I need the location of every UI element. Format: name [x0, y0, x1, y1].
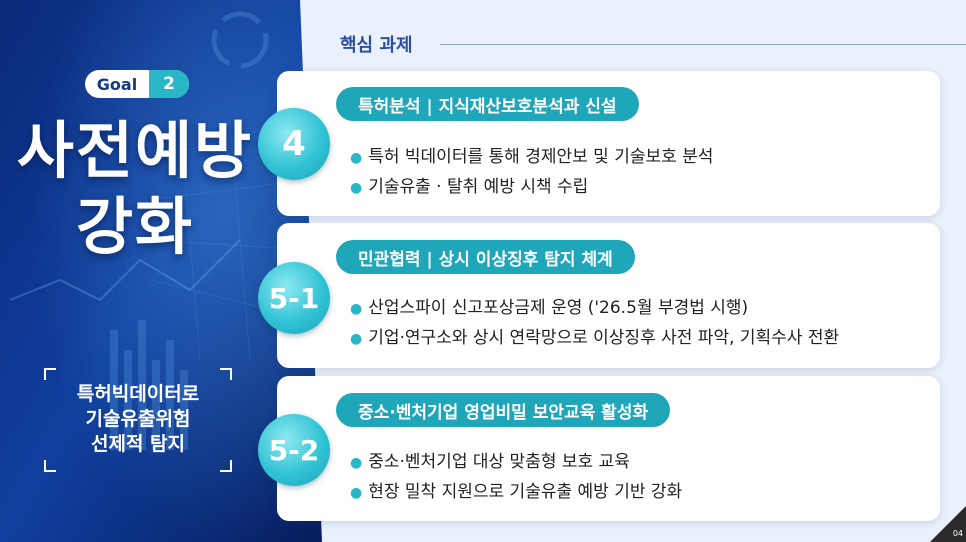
page-number-corner	[930, 506, 966, 542]
subtitle-line: 기술유출위험	[85, 408, 191, 430]
bullet-icon: ●	[350, 331, 363, 347]
bullet-icon: ●	[350, 180, 363, 196]
task-bullet-text: 중소·벤처기업 대상 맞춤형 보호 교육	[368, 452, 630, 472]
section-title: 핵심 과제	[340, 35, 413, 56]
task-bullet-text: 기업·연구소와 상시 연락망으로 이상징후 사전 파악, 기획수사 전환	[368, 328, 840, 348]
page-number: 04	[952, 529, 963, 538]
page-title-line1: 사전예방	[16, 114, 254, 187]
task-bullet: ● 중소·벤처기업 대상 맞춤형 보호 교육	[350, 447, 630, 472]
subtitle-line: 특허빅데이터로	[76, 383, 200, 405]
corner-bracket	[44, 368, 56, 380]
goal-number: 2	[149, 70, 189, 98]
task-bullet-text: 기술유출 · 탈취 예방 시책 수립	[368, 177, 589, 197]
task-bullet: ● 산업스파이 신고포상금제 운영 ('26.5월 부경법 시행)	[350, 293, 748, 318]
goal-badge: Goal 2	[85, 70, 189, 98]
task-bullet: ● 특허 빅데이터를 통해 경제안보 및 기술보호 분석	[350, 142, 713, 167]
section-divider	[440, 44, 966, 45]
corner-bracket	[220, 460, 232, 472]
task-bullet: ● 기업·연구소와 상시 연락망으로 이상징후 사전 파악, 기획수사 전환	[350, 323, 839, 348]
subtitle-text: 특허빅데이터로 기술유출위험 선제적 탐지	[44, 382, 232, 457]
page-title-line2: 강화	[75, 190, 195, 263]
bullet-icon: ●	[350, 301, 363, 317]
corner-bracket	[220, 368, 232, 380]
left-panel: Goal 2 사전예방 강화 특허빅데이터로 기술유출위험 선제적 탐지	[0, 0, 330, 542]
task-heading: 특허분석 | 지식재산보호분석과 신설	[336, 87, 639, 121]
bullet-icon: ●	[350, 485, 363, 501]
task-bullet: ● 기술유출 · 탈취 예방 시책 수립	[350, 172, 588, 197]
task-heading: 민관협력 | 상시 이상징후 탐지 체계	[336, 240, 635, 274]
task-number-badge: 5-1	[258, 262, 330, 334]
background-graphic	[0, 0, 322, 542]
task-number-badge: 4	[258, 108, 330, 180]
corner-bracket	[44, 460, 56, 472]
task-bullet-text: 특허 빅데이터를 통해 경제안보 및 기술보호 분석	[368, 147, 714, 167]
bullet-icon: ●	[350, 150, 363, 166]
task-number-badge: 5-2	[258, 414, 330, 486]
task-bullet: ● 현장 밀착 지원으로 기술유출 예방 기반 강화	[350, 477, 682, 502]
task-heading: 중소·벤처기업 영업비밀 보안교육 활성화	[336, 393, 671, 427]
task-bullet-text: 산업스파이 신고포상금제 운영 ('26.5월 부경법 시행)	[368, 298, 749, 318]
subtitle-line: 선제적 탐지	[90, 433, 185, 455]
goal-label: Goal	[96, 74, 138, 94]
task-bullet-text: 현장 밀착 지원으로 기술유출 예방 기반 강화	[368, 482, 683, 502]
bullet-icon: ●	[350, 455, 363, 471]
subtitle-box: 특허빅데이터로 기술유출위험 선제적 탐지	[44, 368, 232, 472]
